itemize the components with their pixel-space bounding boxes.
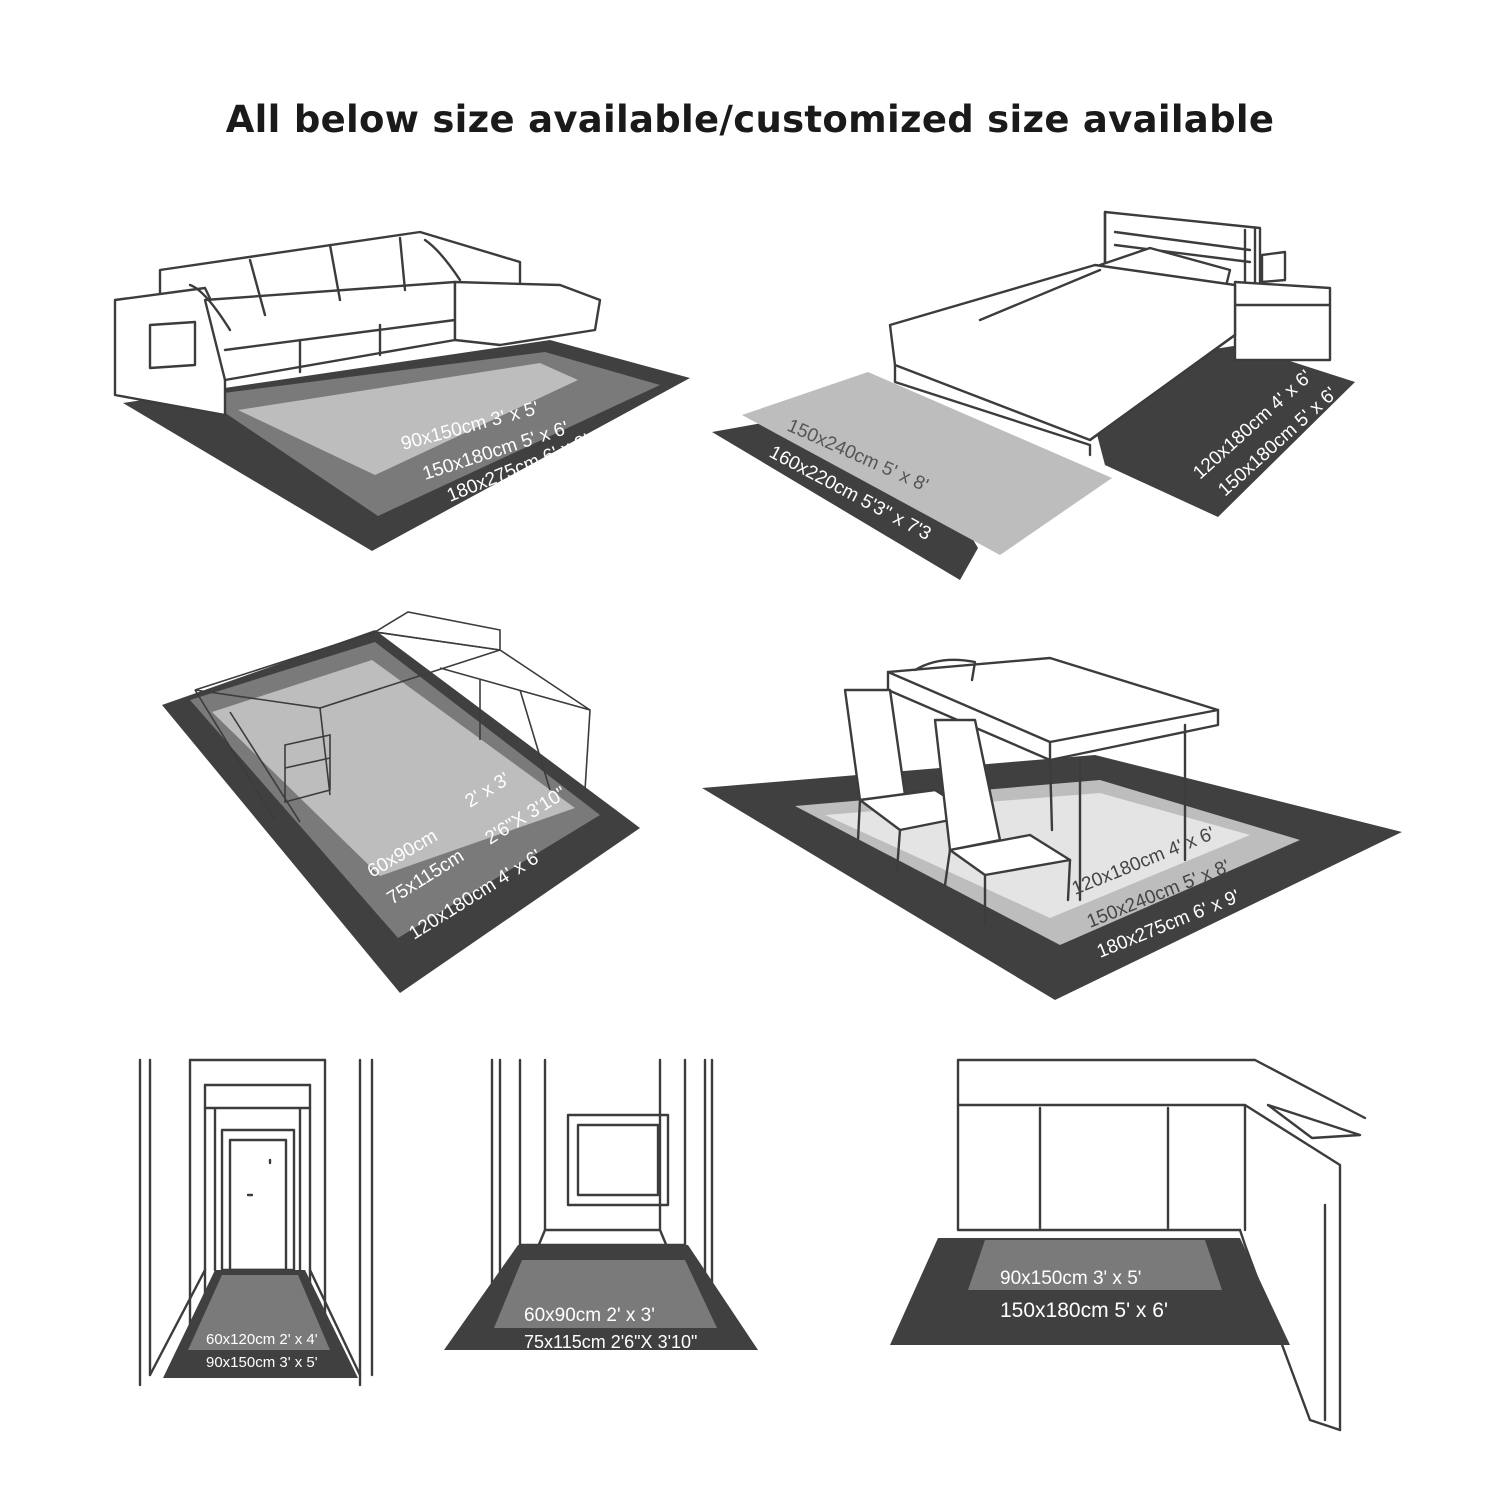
living-room-scene: 90x150cm 3' x 5' 150x180cm 5' x 6' 180x2…: [113, 230, 690, 551]
desk-icon: [194, 611, 591, 823]
dining-table-icon: [886, 656, 1220, 902]
entryway-label-2: 75x115cm 2'6"X 3'10": [524, 1332, 697, 1352]
hallway-scene: 60x120cm 2' x 4' 90x150cm 3' x 5': [138, 1058, 374, 1387]
entryway-label-1: 60x90cm 2' x 3': [524, 1305, 655, 1326]
office-scene: 2' x 3' 60x90cm 2'6"X 3'10" 75x115cm 120…: [162, 611, 640, 993]
chairs-icon: [843, 658, 1072, 927]
sofa-icon: [113, 230, 602, 417]
kitchen-scene: 90x150cm 3' x 5' 150x180cm 5' x 6': [890, 1058, 1367, 1432]
rug-60x120: [188, 1275, 330, 1350]
rug-150x240: [742, 372, 1112, 555]
bed-icon: [888, 210, 1332, 457]
kitchen-label-2: 150x180cm 5' x 6': [1000, 1299, 1168, 1322]
rug-90x150: [238, 363, 578, 475]
kitchen-label-1: 90x150cm 3' x 5': [1000, 1268, 1141, 1289]
entryway-scene: 60x90cm 2' x 3' 75x115cm 2'6"X 3'10": [444, 1058, 758, 1352]
rug-60x90: [494, 1260, 717, 1328]
rug-60x90: [212, 660, 575, 876]
bedroom-scene: 150x240cm 5' x 8' 160x220cm 5'3" x 7'3 1…: [712, 210, 1355, 580]
rug-90x150-kitchen: [968, 1240, 1222, 1290]
page-title: All below size available/customized size…: [225, 98, 1275, 141]
hallway-label-2: 90x150cm 3' x 5': [206, 1354, 318, 1371]
dining-scene: 120x180cm 4' x 6' 150x240cm 5' x 8' 180x…: [702, 656, 1402, 1000]
hallway-label-1: 60x120cm 2' x 4': [206, 1331, 318, 1348]
